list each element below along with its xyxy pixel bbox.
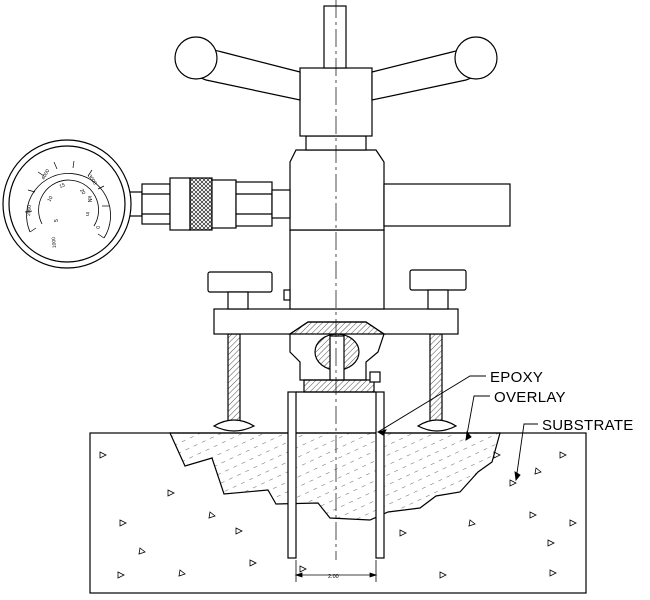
overlay-label: OVERLAY	[494, 389, 566, 406]
right-adjustment-knob	[409, 269, 467, 310]
right-leg	[416, 333, 458, 432]
gauge-outer-3000: 3000	[86, 174, 97, 187]
gauge-inner-20: 20	[78, 188, 86, 196]
core-cut-left-wall	[287, 391, 297, 559]
swivel-coupling	[288, 321, 386, 393]
pressure-gauge	[2, 139, 132, 269]
leader-lines	[376, 375, 538, 482]
epoxy-label: EPOXY	[490, 369, 543, 386]
gauge-outer-1000: 1000	[51, 237, 58, 249]
cylinder-head	[289, 149, 385, 231]
gauge-unit-2: in	[84, 212, 90, 216]
diameter-label: 2.00	[328, 574, 339, 580]
diameter-dimension	[294, 560, 378, 582]
gauge-inner-15: 15	[59, 182, 66, 190]
left-adjustment-knob	[207, 271, 273, 310]
gauge-inner-10: 10	[47, 195, 55, 203]
spinner-ball-right	[454, 36, 498, 80]
main-body	[289, 229, 385, 310]
gauge-inner-0: 0	[94, 226, 100, 229]
gauge-outer-4000: 4000	[41, 168, 52, 181]
side-handle	[383, 183, 511, 227]
spinner-ball-left	[174, 36, 218, 80]
left-leg	[212, 333, 256, 432]
gauge-outer-2000: 2000	[26, 204, 33, 216]
top-shaft	[323, 5, 347, 69]
overlay-layer	[169, 432, 501, 521]
gauge-unit: kN	[86, 196, 92, 203]
gauge-inner-5: 5	[54, 219, 60, 222]
core-cut-right-wall	[375, 391, 385, 559]
hydraulic-coupler	[125, 177, 291, 231]
substrate-label: SUBSTRATE	[542, 417, 634, 434]
gauge-scale: 4000 3000 2000 1000 20 15 10 5 0 kN in	[26, 168, 100, 248]
substrate-aggregate	[99, 451, 577, 579]
